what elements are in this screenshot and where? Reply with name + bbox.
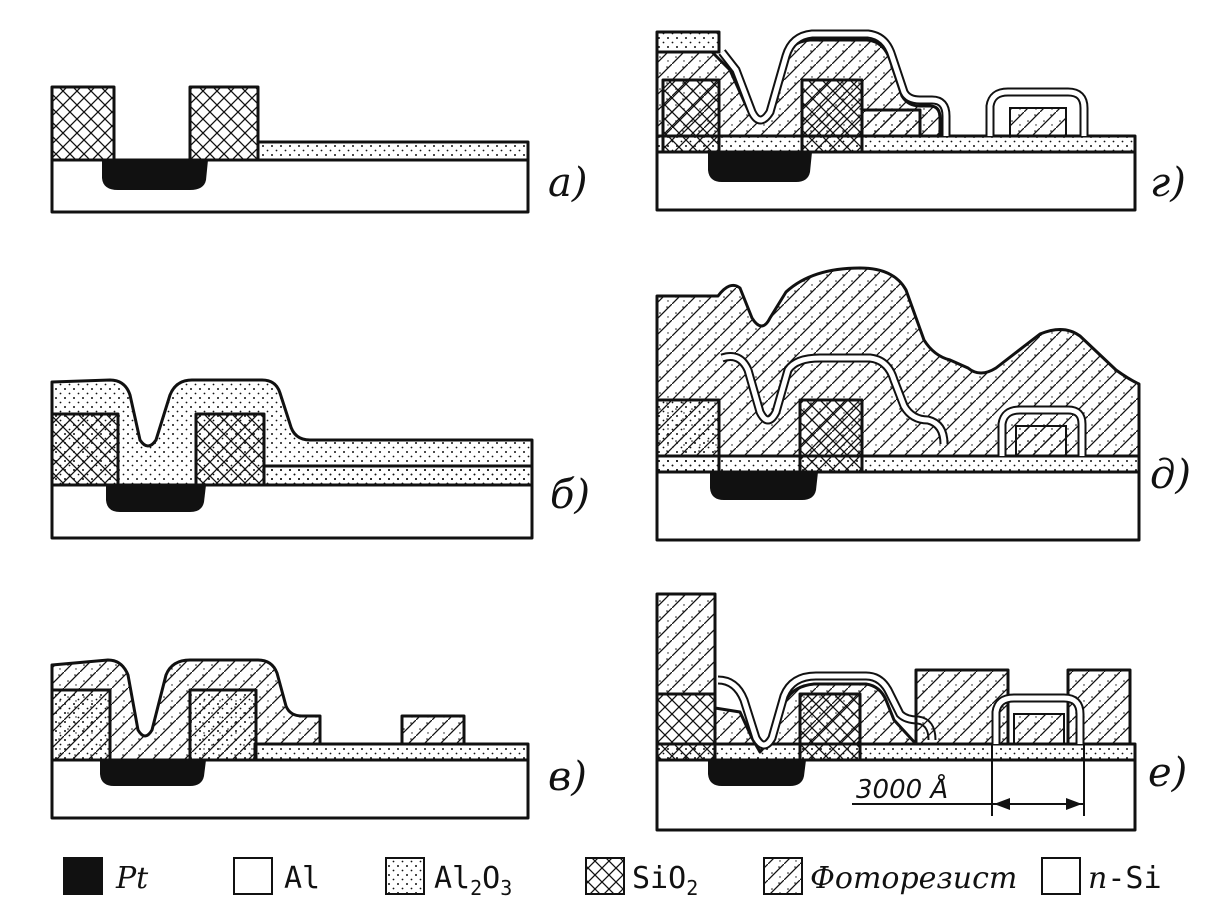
legend-label-al: Al <box>284 861 320 896</box>
al2o3-layer <box>655 454 1141 474</box>
panel-g: г) <box>655 29 1186 212</box>
panel-v: в) <box>50 658 587 820</box>
legend-swatch-al <box>233 857 273 895</box>
sio2-block-right <box>194 412 266 487</box>
sio2-block-left <box>50 412 120 487</box>
legend-swatch-n-si <box>1041 857 1081 895</box>
legend-item-sio2: SiO2 <box>585 857 698 900</box>
panel-v-label: в) <box>548 754 587 800</box>
dimension-label: 3000 Å <box>856 773 948 805</box>
pt-contact <box>100 760 206 786</box>
pt-contact <box>708 760 806 786</box>
legend-item-pt: Pt <box>63 857 149 896</box>
legend-swatch-photoresist <box>763 857 803 895</box>
pt-contact <box>708 152 812 182</box>
panel-b: б) <box>50 378 590 540</box>
legend-item-al2o3: Al2O3 <box>385 857 512 900</box>
photoresist-island <box>1013 713 1065 745</box>
sio2-block-right <box>798 398 864 474</box>
al2o3-layer <box>655 134 1137 154</box>
al2o3-layer <box>256 140 530 162</box>
panel-a-label: а) <box>548 160 587 206</box>
legend-item-n-si: n-Si <box>1041 857 1162 896</box>
al2o3-block-left <box>655 398 721 474</box>
legend-label-photoresist: Фоторезист <box>810 861 1017 896</box>
legend-label-pt: Pt <box>115 861 149 896</box>
panel-e-label: е) <box>1148 750 1187 796</box>
panel-d: д) <box>655 266 1191 542</box>
al2o3-block-right <box>188 688 258 762</box>
dimension-arrow-right <box>1066 798 1082 810</box>
pt-contact <box>106 485 206 512</box>
al2o3-block-left <box>50 688 112 762</box>
pt-contact <box>102 160 208 190</box>
al2o3-layer <box>655 742 1137 762</box>
panel-g-label: г) <box>1150 160 1186 206</box>
legend-swatch-al2o3 <box>385 857 425 895</box>
sio2-block-right <box>800 78 864 154</box>
legend-label-al2o3: Al2O3 <box>434 861 512 900</box>
al2o3-under-layer <box>262 464 534 487</box>
panel-d-label: д) <box>1150 452 1191 498</box>
al2o3-cap <box>655 30 721 54</box>
photoresist-island <box>1009 107 1067 137</box>
sio2-block-right <box>188 85 260 162</box>
legend-label-sio2: SiO2 <box>632 861 698 900</box>
al2o3-layer <box>253 742 530 762</box>
photoresist-island <box>1015 425 1067 457</box>
pt-contact <box>710 472 818 500</box>
legend-label-n-si: n-Si <box>1088 861 1162 896</box>
panel-a: а) <box>50 85 587 214</box>
legend-swatch-sio2 <box>585 857 625 895</box>
legend: Pt Al Al2O3 SiO2 Фоторезист n-Si <box>63 857 1162 900</box>
sio2-block-left <box>50 85 116 162</box>
photoresist-column <box>655 592 717 696</box>
al2o3-film <box>50 378 534 487</box>
photoresist-step <box>860 108 922 138</box>
panel-b-label: б) <box>550 472 590 518</box>
legend-item-photoresist: Фоторезист <box>763 857 1017 896</box>
legend-item-al: Al <box>233 857 320 896</box>
dimension-arrow-left <box>994 798 1010 810</box>
sio2-block-right <box>798 692 862 762</box>
sio2-block-left <box>661 78 721 154</box>
photoresist-block <box>400 714 466 746</box>
sio2-block-left <box>655 692 717 762</box>
panel-e: 3000 Å е) <box>655 592 1187 832</box>
legend-swatch-pt <box>63 857 103 895</box>
